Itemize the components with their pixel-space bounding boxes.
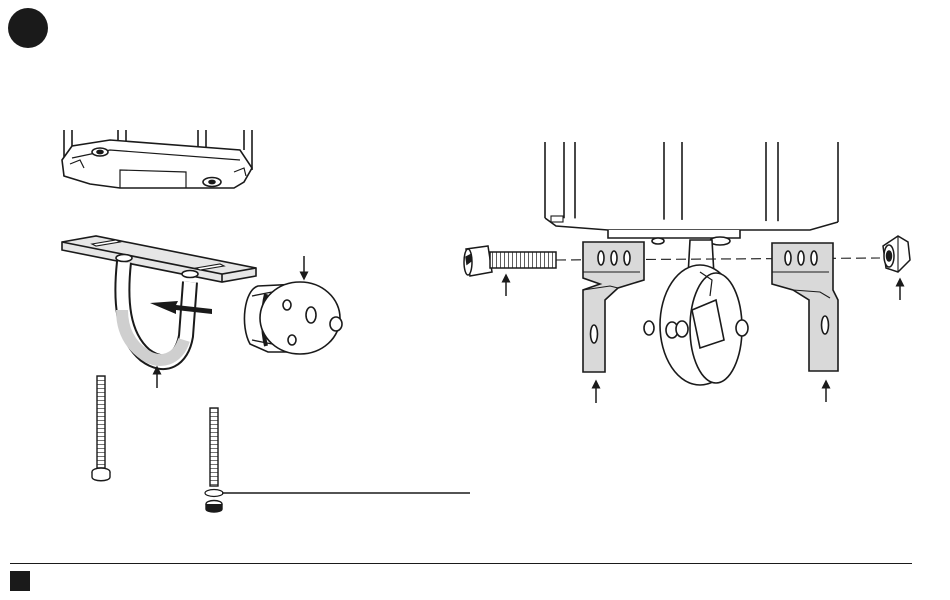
- u-bracket: [62, 236, 256, 362]
- socket-bolt: [464, 246, 556, 276]
- long-screw: [92, 376, 110, 481]
- short-screw-with-washer: [205, 408, 223, 512]
- right-bracket: [772, 243, 838, 371]
- footer-marker-square: [10, 571, 30, 591]
- cabinet-base: [545, 142, 838, 238]
- left-bracket: [583, 242, 644, 372]
- footer-divider: [10, 563, 912, 564]
- lock-nut: [883, 236, 910, 272]
- mount-body: [62, 130, 252, 188]
- roller-wheel: [244, 282, 342, 354]
